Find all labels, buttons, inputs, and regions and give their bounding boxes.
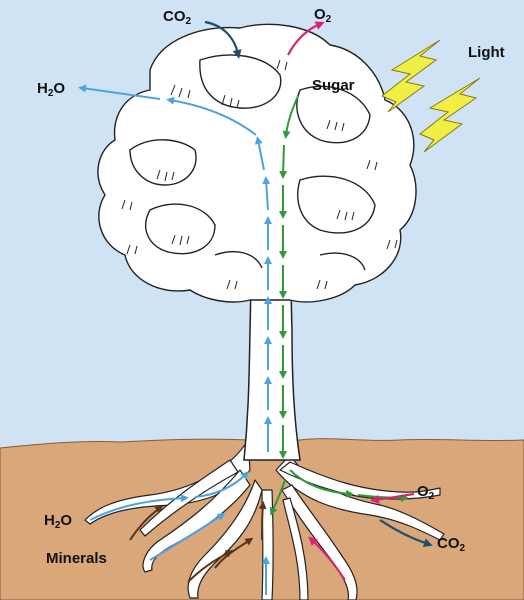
minerals-flow-arrows (129, 501, 267, 583)
co2-flow-arrows (204, 20, 433, 548)
label-co2-atmosphere: CO2 (163, 8, 192, 27)
label-light: Light (468, 44, 505, 61)
light-bolts (381, 39, 481, 153)
label-co2-root: CO2 (437, 535, 466, 554)
label-o2-root: O2 (417, 483, 435, 502)
label-o2-atmosphere: O2 (314, 6, 332, 25)
label-sugar: Sugar (312, 77, 355, 94)
canopy-texture (121, 59, 398, 290)
label-h2o-root: H2O (44, 512, 73, 531)
label-minerals: Minerals (46, 550, 107, 567)
oxygen-flow-arrows (287, 21, 415, 581)
tree-canopy (97, 23, 417, 303)
label-h2o-transpiration: H2O (37, 80, 66, 99)
sugar-flow-arrows (269, 95, 409, 516)
roots (84, 439, 445, 600)
water-flow-arrows (78, 84, 272, 595)
